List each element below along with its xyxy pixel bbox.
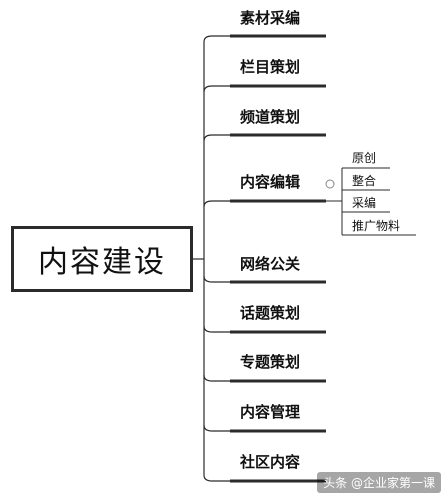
branch-node-8[interactable]: 内容管理 (240, 403, 301, 421)
branch-connector-5 (203, 275, 230, 283)
sub-node-1[interactable]: 原创 (352, 151, 377, 165)
branch-node-9[interactable]: 社区内容 (240, 453, 301, 471)
sub-node-3[interactable]: 采编 (352, 196, 377, 210)
connector-lines (193, 34, 416, 483)
branch-connector-3 (203, 134, 230, 142)
branch-node-6[interactable]: 话题策划 (240, 304, 301, 322)
branch-connector-1 (203, 35, 230, 43)
watermark: 头条 @企业家第一课 (317, 472, 441, 493)
branch-node-1[interactable]: 素材采编 (240, 9, 301, 27)
sub-node-2[interactable]: 整合 (352, 174, 377, 188)
branch-connector-2 (203, 85, 230, 93)
branch-node-2[interactable]: 栏目策划 (240, 58, 301, 76)
branch-connector-9 (203, 474, 230, 482)
branch-connector-8 (203, 424, 230, 432)
branch-connector-7 (203, 374, 230, 382)
root-node[interactable]: 内容建设 (11, 226, 193, 292)
branch-node-4[interactable]: 内容编辑 (240, 173, 301, 191)
branch-node-7[interactable]: 专题策划 (240, 353, 301, 371)
collapse-toggle-icon (325, 179, 335, 189)
branch-node-5[interactable]: 网络公关 (240, 255, 301, 273)
root-node-label: 内容建设 (38, 245, 166, 280)
sub-node-4[interactable]: 推广物料 (352, 219, 401, 233)
branch-node-3[interactable]: 频道策划 (240, 108, 301, 126)
branch-connector-6 (203, 325, 230, 333)
branch-connector-4 (203, 200, 230, 208)
